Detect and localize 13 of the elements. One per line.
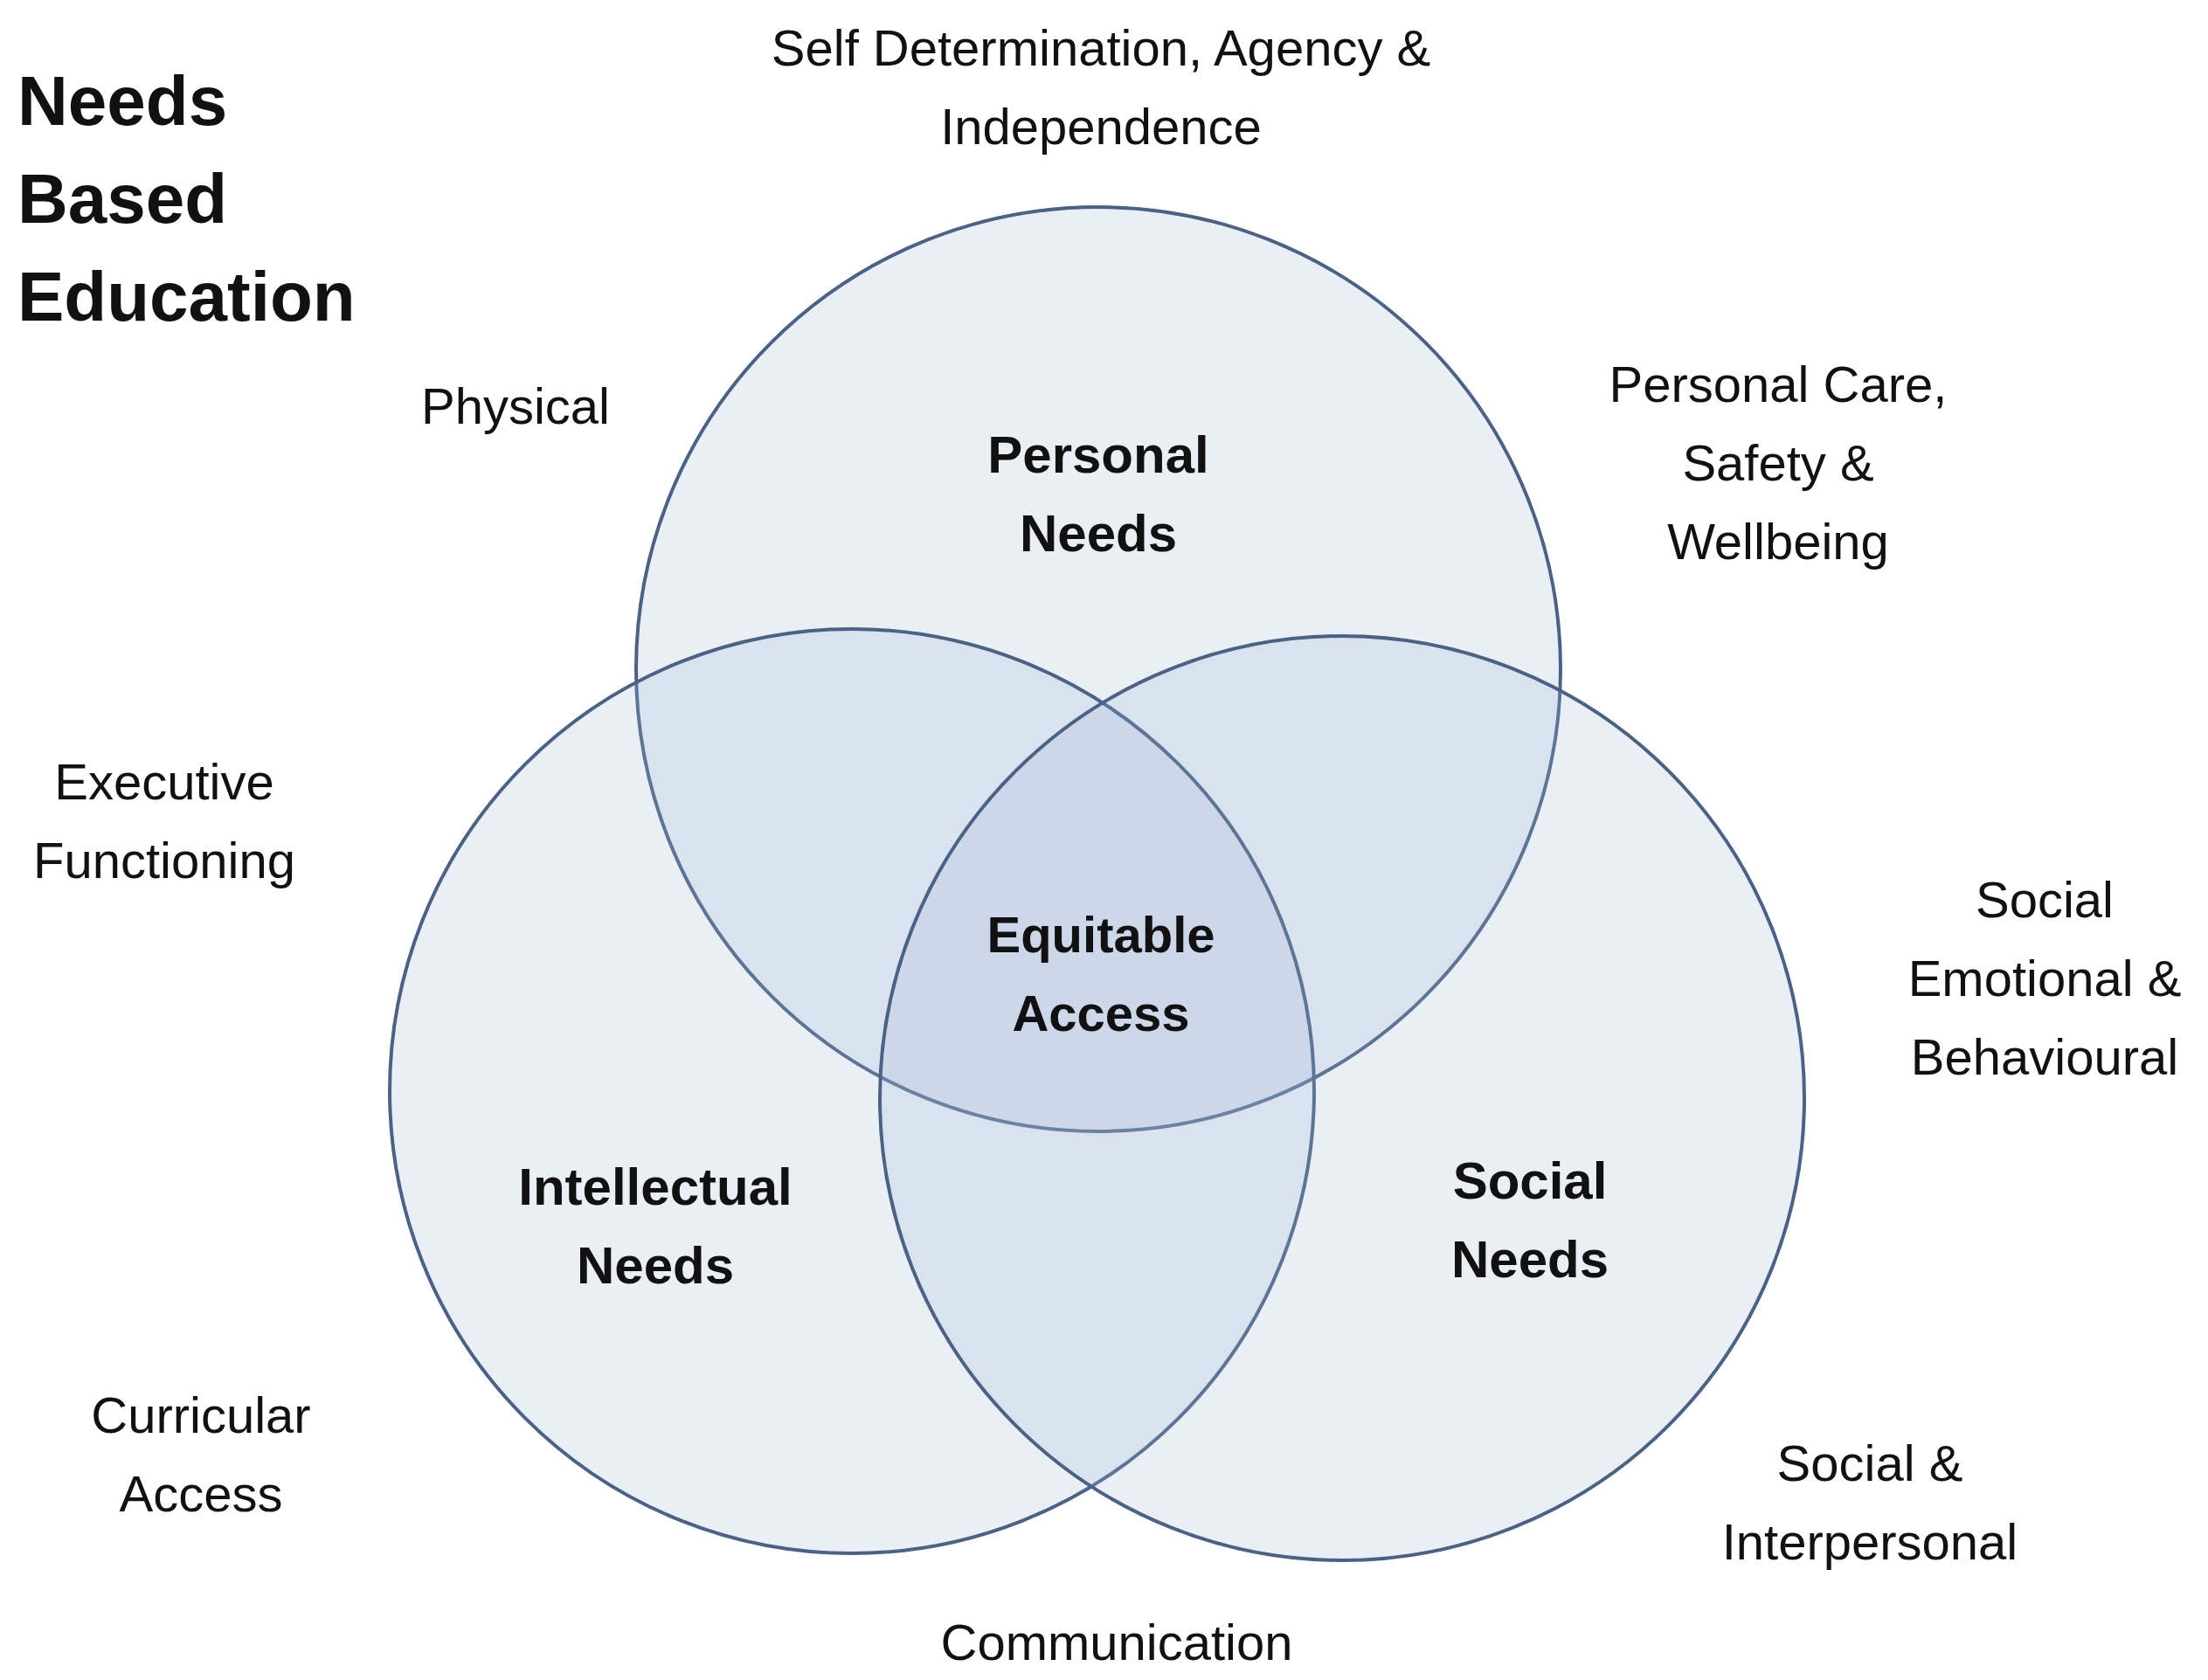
need-label: Communication <box>939 1613 1294 1672</box>
need-label: Curricular Access <box>90 1386 312 1524</box>
need-label: Self Determination, Agency & Independence <box>770 18 1432 156</box>
center-label: Equitable Access <box>986 905 1216 1043</box>
need-label: Executive Functioning <box>32 752 296 890</box>
need-label: Personal Care, Safety & Wellbeing <box>1608 355 1948 571</box>
circle-label: Intellectual Needs <box>517 1157 793 1296</box>
need-label: Social & Interpersonal <box>1720 1434 2019 1572</box>
circle-label: Personal Needs <box>986 425 1210 564</box>
circle-label: Social Needs <box>1450 1151 1610 1290</box>
need-label: Social Emotional & Behavioural <box>1907 870 2183 1087</box>
diagram-title: Needs Based Education <box>17 61 356 337</box>
need-label: Physical <box>420 377 611 436</box>
